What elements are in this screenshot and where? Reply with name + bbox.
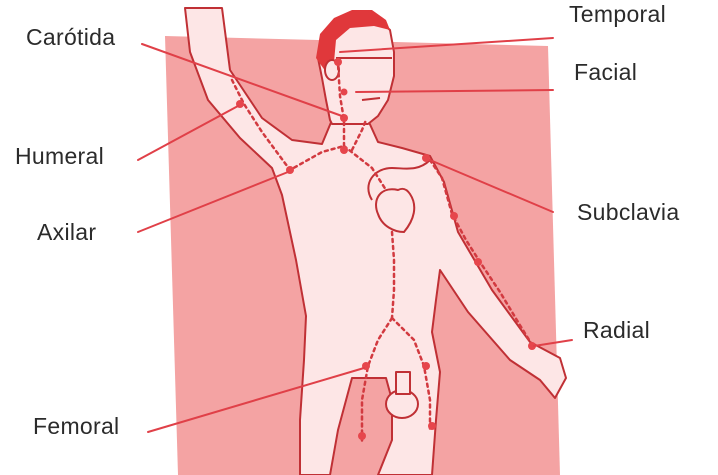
pulse-point-subclavia-left bbox=[340, 146, 348, 154]
pulse-point-subclavia bbox=[422, 154, 430, 162]
label-temporal: Temporal bbox=[569, 3, 666, 26]
label-radial: Radial bbox=[583, 319, 650, 342]
pulse-point-popliteal-right bbox=[428, 422, 436, 430]
pulse-point-femoral-right bbox=[422, 362, 430, 370]
pulse-point-popliteal bbox=[358, 432, 366, 440]
pulse-point-arm-elbow bbox=[474, 258, 482, 266]
label-carotida: Carótida bbox=[26, 26, 115, 49]
pulse-point-facial bbox=[341, 89, 348, 96]
label-subclavia: Subclavia bbox=[577, 201, 679, 224]
label-facial: Facial bbox=[574, 61, 637, 84]
label-humeral: Humeral bbox=[15, 145, 104, 168]
pulse-point-temporal bbox=[334, 58, 342, 66]
pulse-point-arm-upper bbox=[450, 212, 458, 220]
label-axilar: Axilar bbox=[37, 221, 96, 244]
label-femoral: Femoral bbox=[33, 415, 119, 438]
